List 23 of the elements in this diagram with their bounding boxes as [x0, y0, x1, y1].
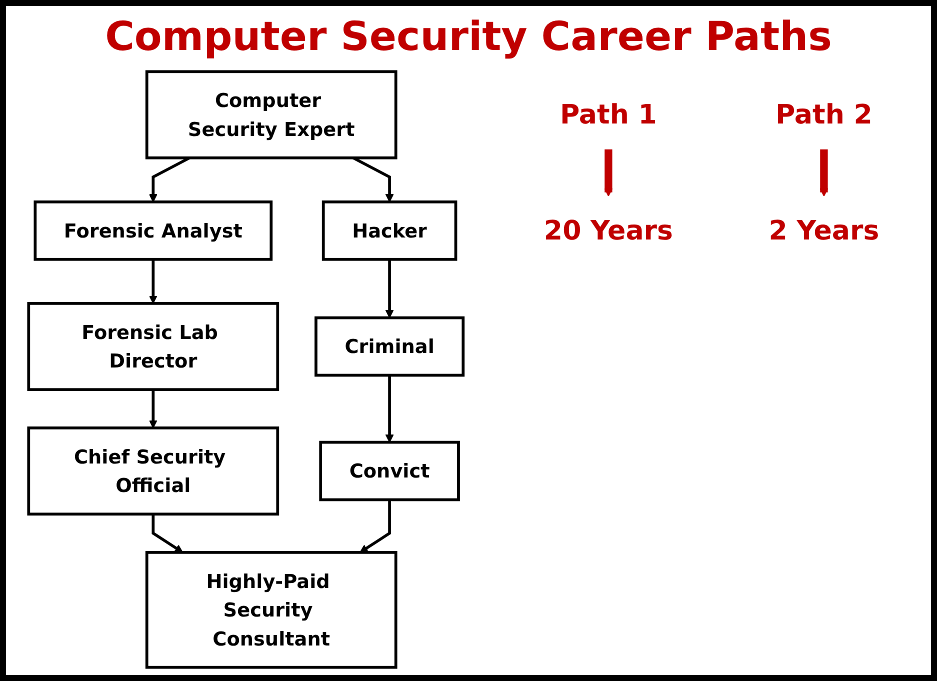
node-text: Path 2 [776, 98, 873, 130]
arrow [820, 149, 828, 197]
arrow [149, 156, 190, 202]
diagram-title: Computer Security Career Paths [105, 14, 832, 60]
arrow [352, 156, 394, 202]
arrow [386, 375, 394, 443]
node-box: Hacker [322, 200, 458, 261]
node-box: Computer Security Expert [146, 70, 398, 160]
node-box: Convict [319, 440, 460, 502]
arrow [360, 500, 392, 553]
node-box: Forensic Analyst [34, 200, 273, 261]
node-box: Highly-Paid Security Consultant [146, 550, 398, 669]
node-box: Chief Security Official [27, 426, 280, 516]
node-box: Forensic Lab Director [27, 302, 280, 392]
node-text: Path 1 [560, 98, 658, 130]
arrow [604, 149, 613, 197]
arrow [149, 259, 158, 304]
arrow [152, 514, 184, 553]
node-text: 2 Years [768, 214, 880, 246]
node-box: Criminal [314, 316, 465, 377]
arrow [386, 259, 394, 318]
node-text: 20 Years [544, 214, 674, 246]
arrow [149, 390, 158, 428]
